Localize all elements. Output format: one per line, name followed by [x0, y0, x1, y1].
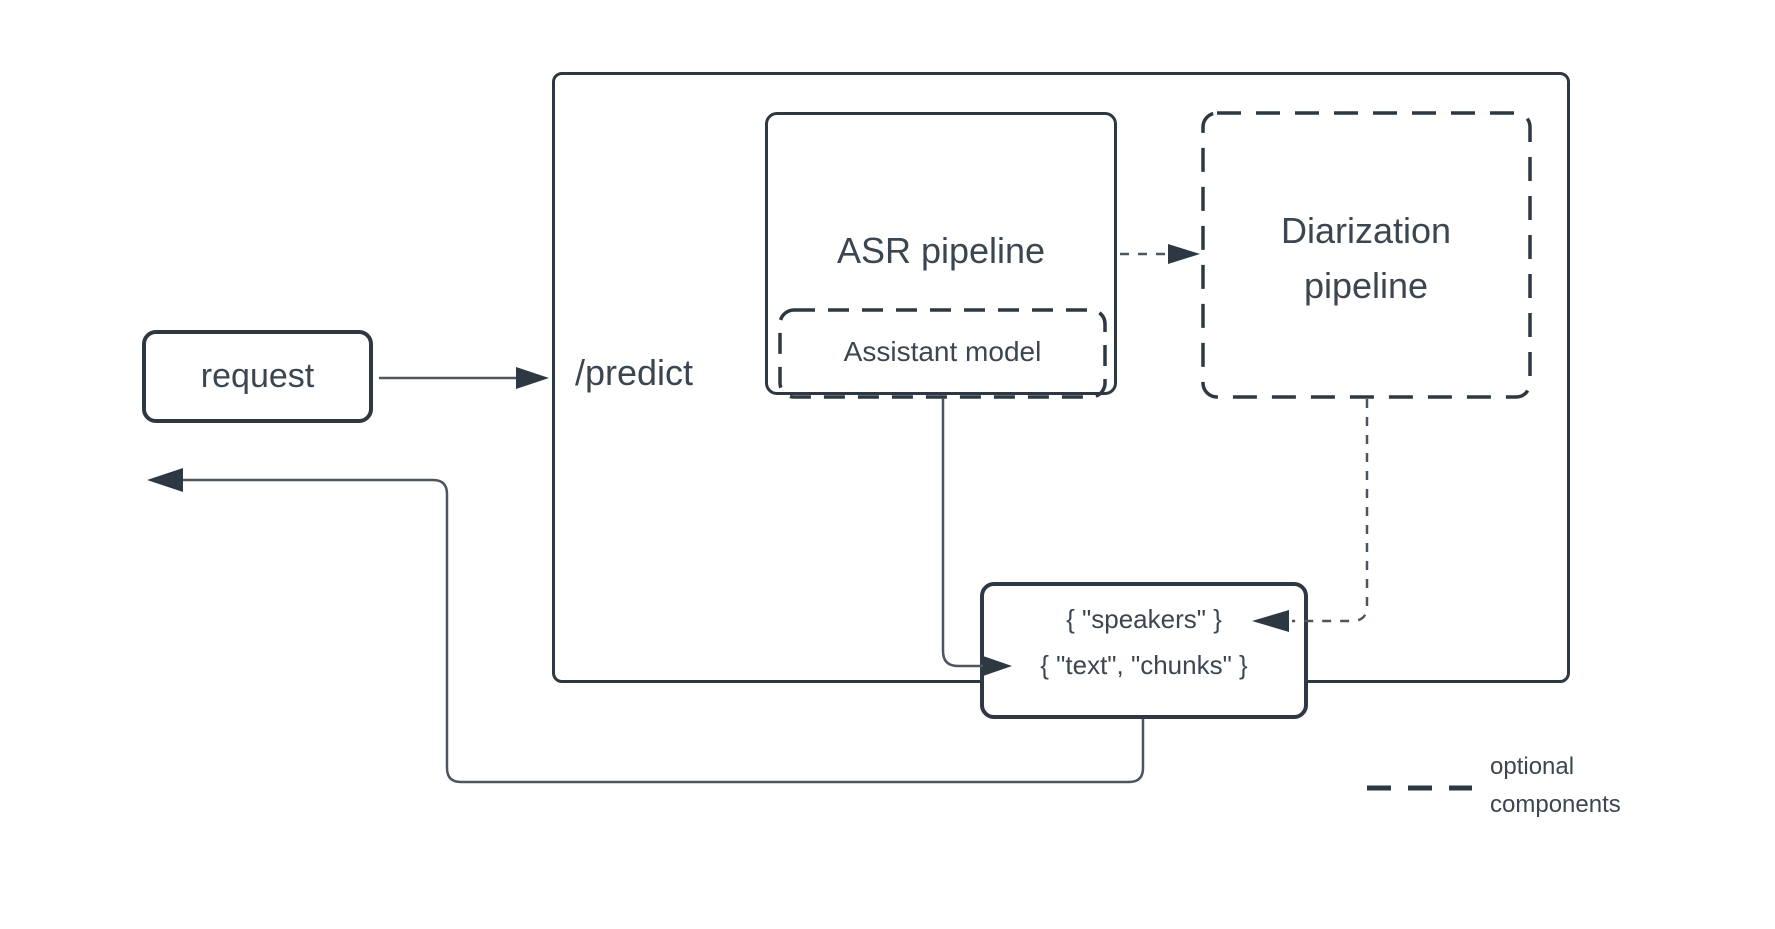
assistant-model-label: Assistant model [843, 336, 1042, 367]
output-speakers-line: { "speakers" } [1066, 604, 1222, 634]
diarization-pipeline-label: Diarization pipeline [1280, 210, 1452, 306]
predict-label: /predict [575, 352, 694, 393]
request-label: request [200, 357, 315, 395]
asr-pipeline-label: ASR pipeline [836, 230, 1046, 271]
response-return-arrowhead [147, 468, 183, 492]
output-text-chunks-line: { "text", "chunks" } [1040, 650, 1248, 680]
request-to-predict-arrowhead [516, 367, 549, 389]
output-text: { "speakers" } { "text", "chunks" } [980, 596, 1308, 688]
request-node: request [142, 330, 373, 423]
legend-label: optional components [1490, 753, 1621, 818]
